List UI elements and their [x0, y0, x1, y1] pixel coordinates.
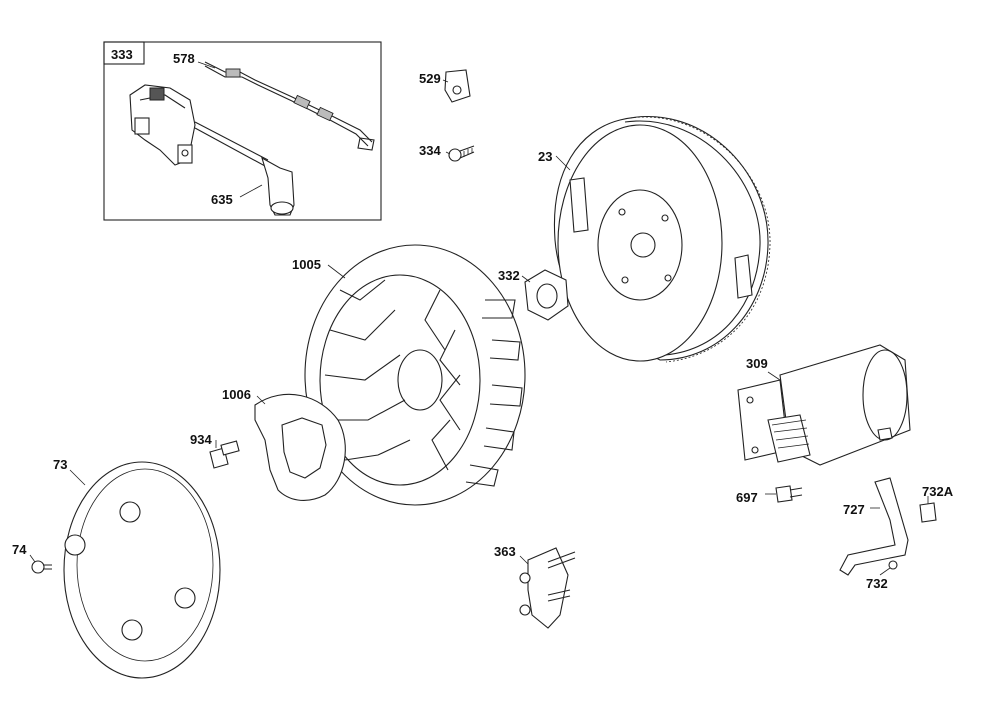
label-732: 732: [866, 576, 888, 591]
label-74: 74: [12, 542, 27, 557]
part-334-screw: [448, 145, 475, 162]
inset-box-333: [103, 41, 382, 221]
label-934: 934: [190, 432, 212, 447]
label-332: 332: [498, 268, 520, 283]
label-697: 697: [736, 490, 758, 505]
label-309: 309: [746, 356, 768, 371]
label-578: 578: [173, 51, 195, 66]
part-727-bracket: [839, 477, 909, 576]
part-73-blower-cover: [63, 461, 221, 679]
label-529: 529: [419, 71, 441, 86]
label-333: 333: [111, 47, 133, 62]
label-727: 727: [843, 502, 865, 517]
part-732-screw: [888, 560, 898, 570]
label-23: 23: [538, 149, 553, 164]
label-732A: 732A: [922, 484, 954, 499]
part-23-flywheel: [553, 115, 771, 363]
part-529-grommet: [444, 69, 471, 103]
label-73: 73: [53, 457, 68, 472]
part-74-screw: [31, 560, 52, 574]
label-334: 334: [419, 143, 441, 158]
part-1005-cooling-fan: [304, 244, 526, 506]
label-635: 635: [211, 192, 233, 207]
label-1006: 1006: [222, 387, 251, 402]
label-363: 363: [494, 544, 516, 559]
part-635-ignition-module: [129, 84, 295, 216]
part-309-starter-motor: [737, 344, 911, 466]
part-332-nut: [524, 269, 569, 321]
leader-lines: [29, 61, 929, 576]
part-732A-nut: [919, 502, 937, 523]
part-697-bolt: [775, 485, 803, 503]
part-578-wire-harness: [204, 61, 375, 151]
label-1005: 1005: [292, 257, 321, 272]
part-1006-screen-plate: [254, 393, 346, 501]
part-934-bolt: [209, 440, 240, 469]
part-363-mounting-bracket: [519, 547, 576, 629]
